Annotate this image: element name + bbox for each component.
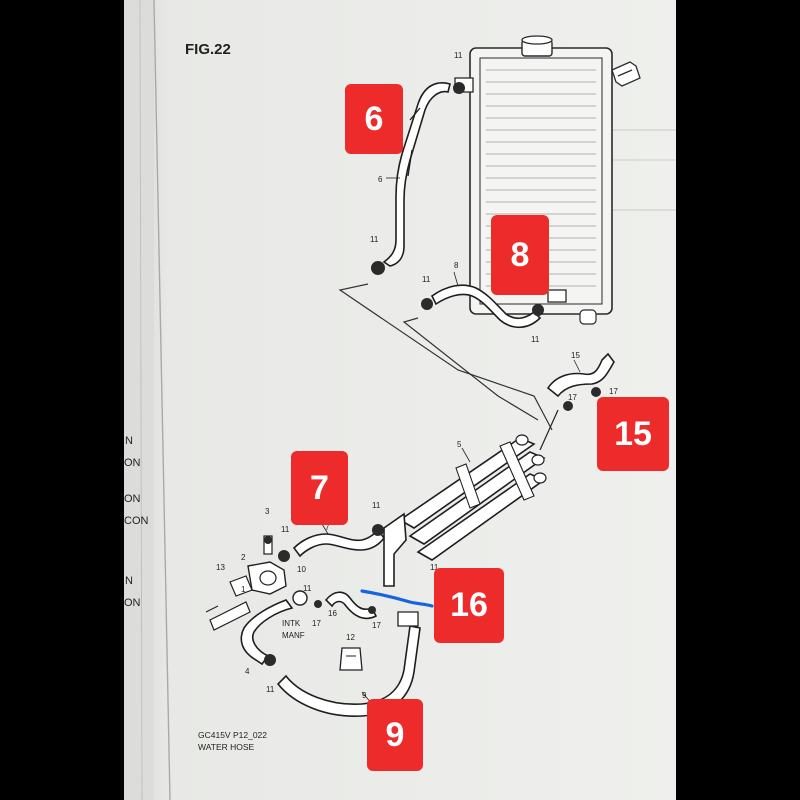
svg-text:7: 7 <box>325 523 330 532</box>
badge-6: 6 <box>345 84 403 154</box>
svg-text:11: 11 <box>370 235 379 244</box>
svg-text:16: 16 <box>328 609 337 618</box>
svg-text:MANF: MANF <box>282 631 305 640</box>
svg-text:CON: CON <box>124 515 149 527</box>
svg-text:12: 12 <box>346 633 355 642</box>
svg-text:ON: ON <box>124 597 141 609</box>
svg-text:11: 11 <box>430 563 439 572</box>
svg-text:11: 11 <box>266 685 275 694</box>
hose-15 <box>539 352 615 451</box>
svg-text:13: 13 <box>216 563 225 572</box>
hose-9 <box>276 611 421 717</box>
part-number-callouts: 11 6 11 8 11 11 15 17 17 5 11 3 11 2 13 … <box>216 51 618 700</box>
badge-15: 15 <box>597 397 669 471</box>
badge-7: 7 <box>291 451 348 525</box>
svg-text:ON: ON <box>124 493 141 505</box>
svg-text:17: 17 <box>568 393 577 402</box>
svg-text:8: 8 <box>454 261 459 270</box>
svg-text:11: 11 <box>372 501 381 510</box>
svg-text:17: 17 <box>312 619 321 628</box>
hose-4 <box>240 590 308 666</box>
svg-text:3: 3 <box>265 507 270 516</box>
figure-caption: GC415V P12_022 WATER HOSE <box>198 730 267 752</box>
svg-text:11: 11 <box>303 584 312 593</box>
svg-text:2: 2 <box>241 553 246 562</box>
svg-text:10: 10 <box>297 565 306 574</box>
svg-text:15: 15 <box>571 351 580 360</box>
svg-text:N: N <box>125 575 133 587</box>
hose-16 <box>314 591 378 620</box>
figure-title: FIG.22 <box>185 41 231 58</box>
intake-manifold-label: INTK MANF <box>282 619 305 640</box>
svg-text:1: 1 <box>241 585 246 594</box>
svg-text:11: 11 <box>454 51 463 60</box>
svg-text:17: 17 <box>372 621 381 630</box>
svg-text:11: 11 <box>422 275 431 284</box>
svg-text:4: 4 <box>245 667 250 676</box>
margin-text: N ON ON CON N ON <box>124 435 149 609</box>
svg-text:5: 5 <box>457 440 462 449</box>
front-arrow-icon <box>611 61 641 87</box>
svg-text:GC415V P12_022: GC415V P12_022 <box>198 730 267 740</box>
thermostat-housing <box>205 535 287 631</box>
svg-text:9: 9 <box>362 691 367 700</box>
hose-6 <box>371 82 465 275</box>
blue-marker-stroke <box>360 589 434 608</box>
svg-text:WATER HOSE: WATER HOSE <box>198 742 255 752</box>
badge-9: 9 <box>367 699 423 771</box>
hose-8 <box>421 271 544 329</box>
svg-text:INTK: INTK <box>282 619 301 628</box>
bracket-12 <box>339 647 363 671</box>
svg-text:17: 17 <box>609 387 618 396</box>
svg-text:N: N <box>125 435 133 447</box>
badge-8: 8 <box>491 215 549 295</box>
svg-text:11: 11 <box>281 525 290 534</box>
svg-text:11: 11 <box>531 335 540 344</box>
pipe-5 <box>383 434 547 587</box>
svg-text:ON: ON <box>124 457 141 469</box>
svg-text:6: 6 <box>378 175 383 184</box>
hose-7 <box>278 523 386 562</box>
badge-16: 16 <box>434 568 504 643</box>
